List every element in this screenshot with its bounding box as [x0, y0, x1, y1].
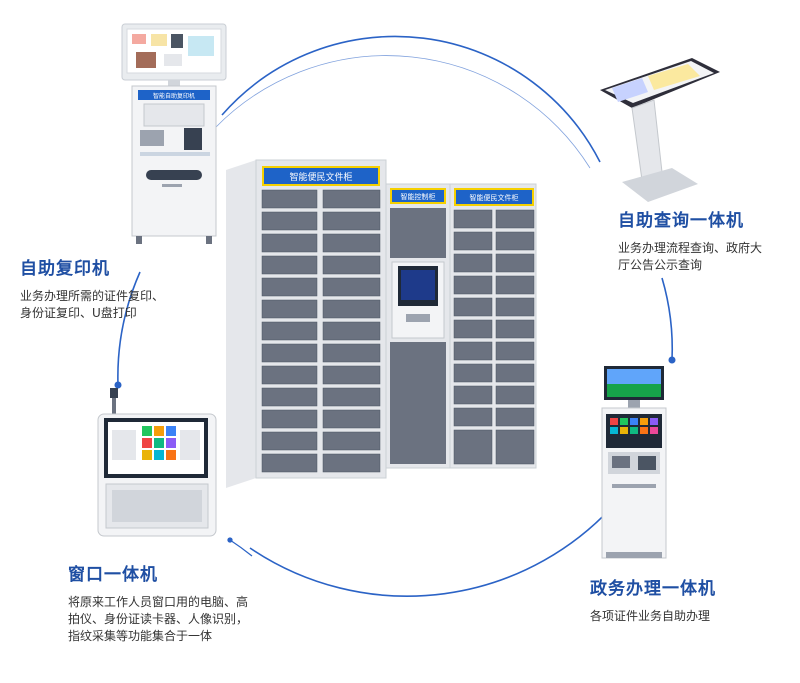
query-kiosk-illustration	[600, 58, 720, 202]
copier-panel-label: 智能自助复印机	[153, 92, 195, 100]
ring-arc-top	[221, 35, 601, 163]
copier-title: 自助复印机	[20, 259, 110, 279]
locker-cabinet-illustration: 智能便民文件柜 智能控制柜 智能便民文件柜	[226, 159, 537, 488]
copier-illustration: 智能自助复印机	[121, 23, 227, 244]
locker-right-header: 智能便民文件柜	[470, 193, 519, 202]
copier-desc-line-1: 业务办理所需的证件复印、	[20, 289, 165, 303]
locker-middle-header: 智能控制柜	[401, 192, 436, 201]
gov-title: 政务办理一体机	[590, 579, 716, 599]
copier-label: 自助复印机 业务办理所需的证件复印、 身份证复印、U盘打印	[20, 254, 164, 322]
window-desc-line-3: 指纹采集等功能集合于一体	[68, 629, 213, 643]
query-desc-line-2: 厅公告公示查询	[618, 258, 703, 272]
gov-label: 政务办理一体机 各项证件业务自助办理	[590, 574, 716, 625]
window-desc-line-1: 将原来工作人员窗口用的电脑、高	[68, 595, 249, 609]
query-desc-line-1: 业务办理流程查询、政府大	[618, 241, 763, 255]
ring-arc-bottom	[249, 497, 621, 597]
query-title: 自助查询一体机	[618, 211, 744, 231]
query-label: 自助查询一体机 业务办理流程查询、政府大 厅公告公示查询	[618, 206, 762, 274]
gov-desc-line-1: 各项证件业务自助办理	[590, 609, 711, 623]
locker-left-header: 智能便民文件柜	[289, 171, 352, 183]
ring-arc-bottom-end	[227, 537, 253, 557]
window-terminal-illustration	[97, 388, 217, 537]
window-desc-line-2: 拍仪、身份证读卡器、人像识别，	[68, 612, 249, 626]
copier-desc-line-2: 身份证复印、U盘打印	[20, 306, 137, 320]
window-label: 窗口一体机 将原来工作人员窗口用的电脑、高 拍仪、身份证读卡器、人像识别， 指纹…	[68, 560, 248, 645]
ring-arc-left	[114, 271, 141, 389]
gov-kiosk-illustration	[601, 366, 667, 559]
window-title: 窗口一体机	[68, 565, 158, 585]
ring-arc-top-inner	[214, 55, 591, 169]
ring-arc-right	[661, 277, 676, 364]
